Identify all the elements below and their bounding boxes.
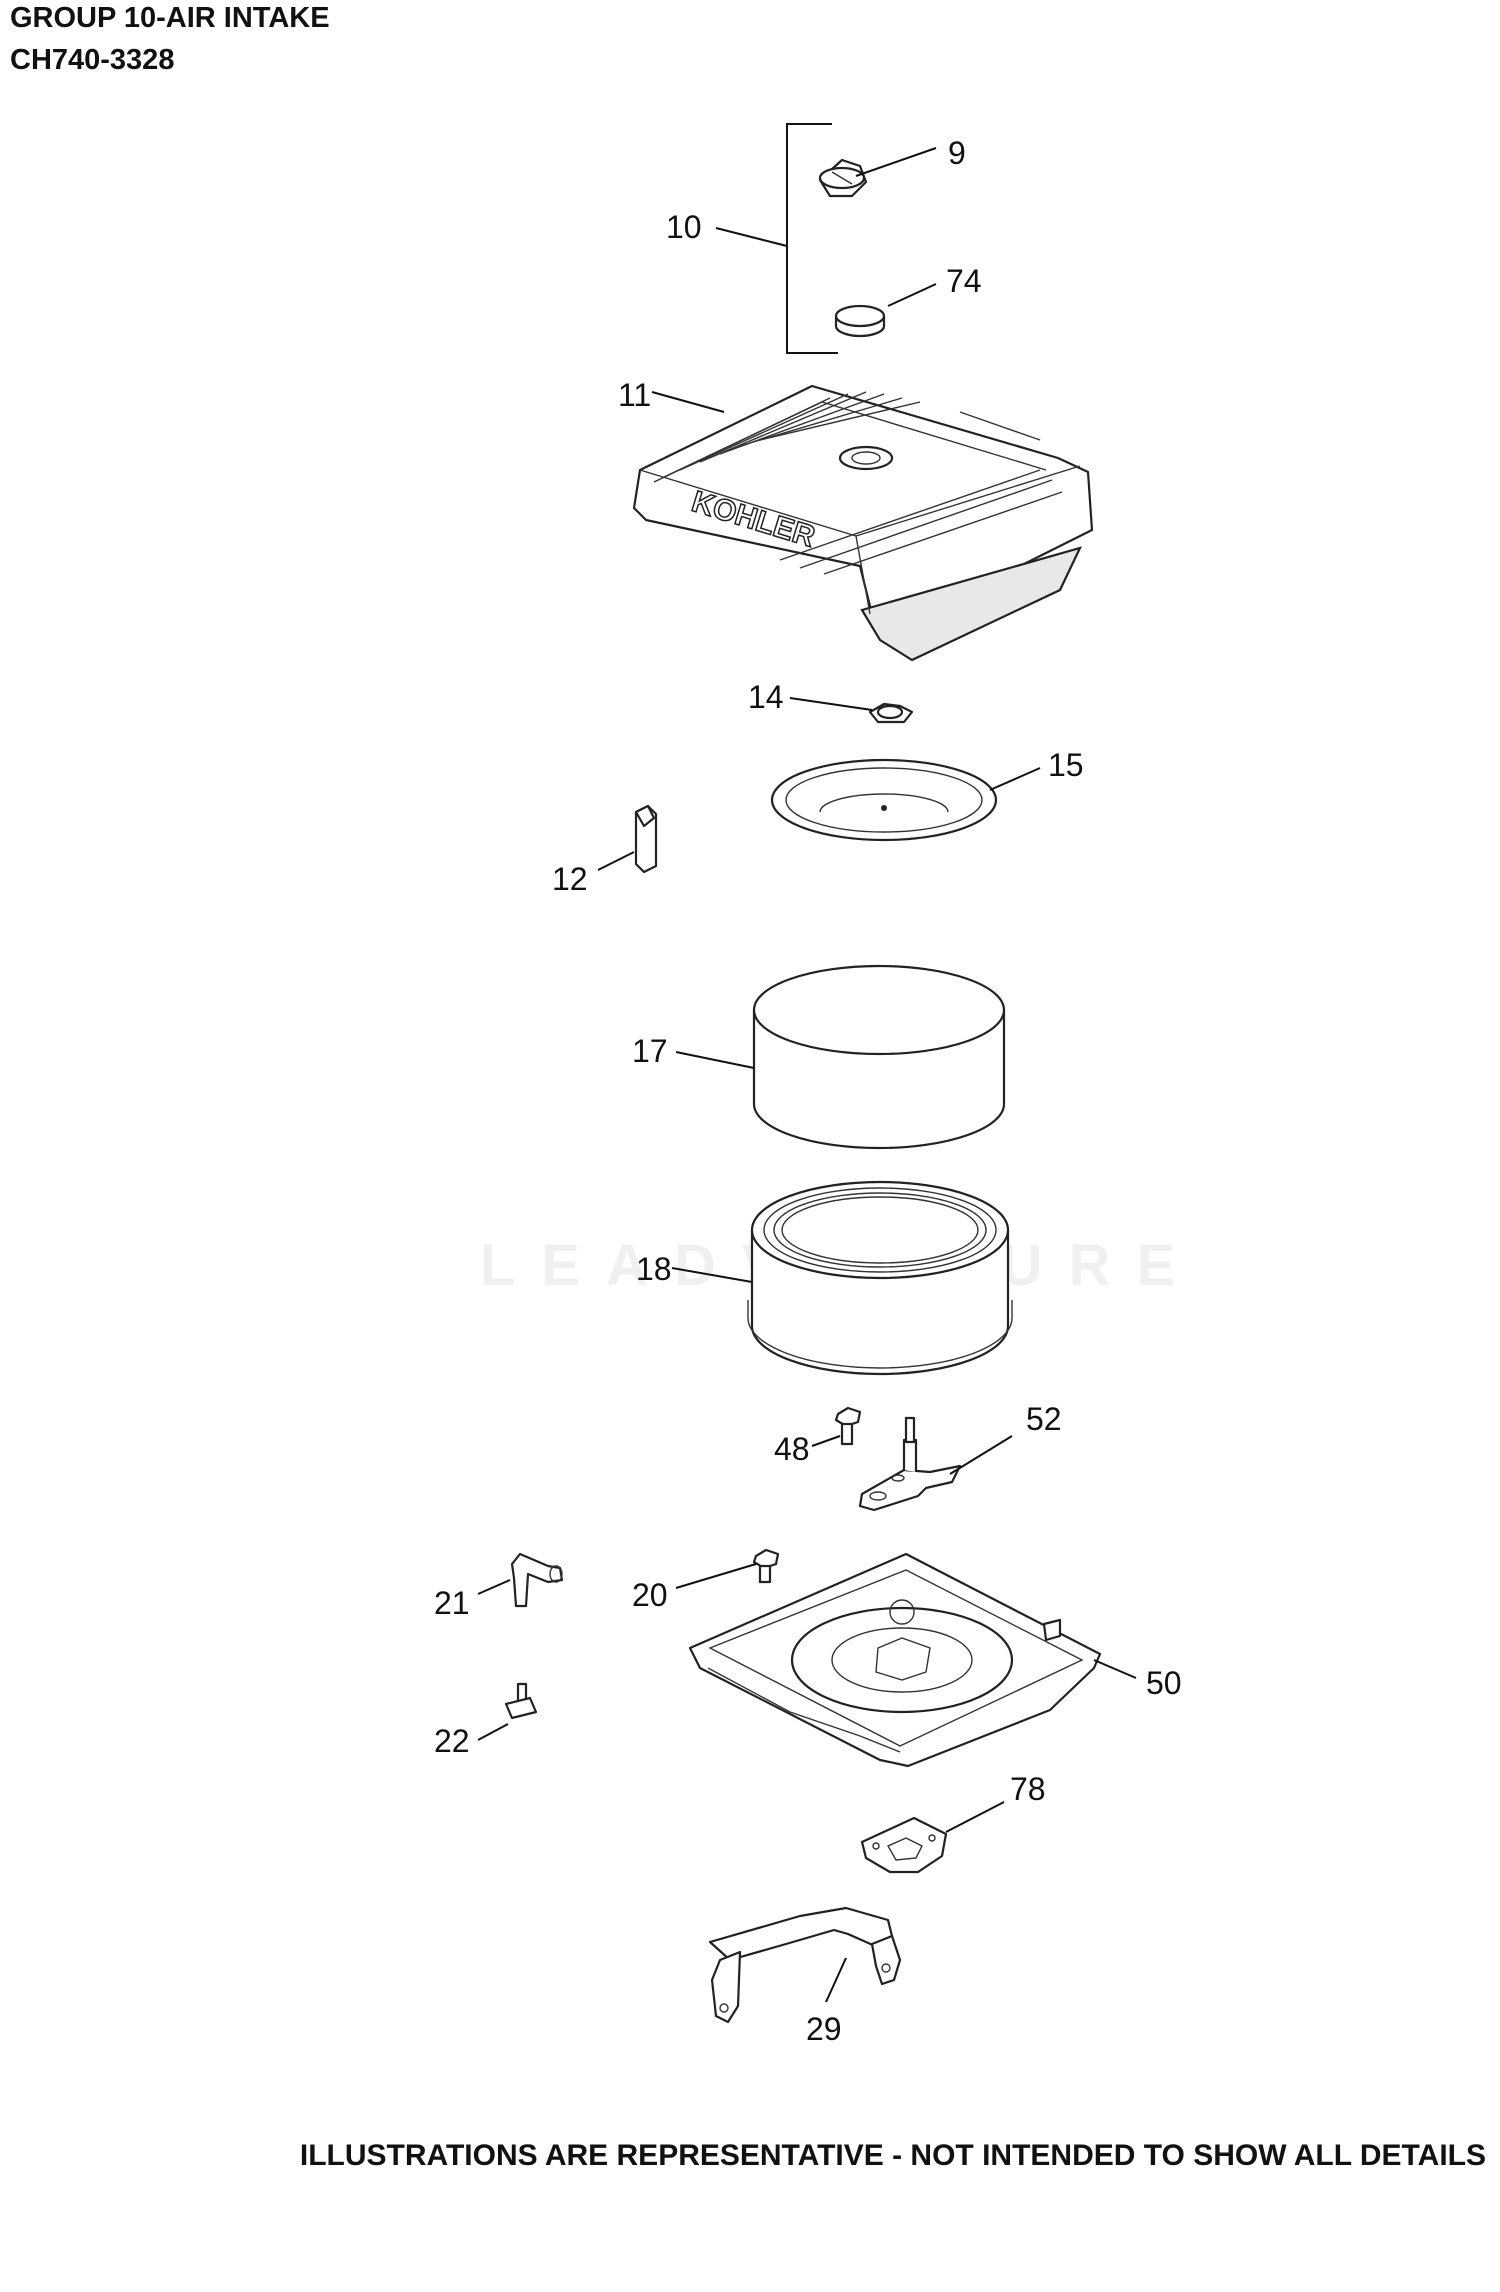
callout-48: 48 (774, 1431, 810, 1467)
leader-20 (675, 1563, 757, 1589)
part-78-gasket (860, 1816, 948, 1874)
part-20-screw (752, 1548, 780, 1584)
diagram-title: GROUP 10-AIR INTAKE (10, 2, 330, 34)
callout-15: 15 (1048, 747, 1084, 783)
part-17-precleaner (752, 964, 1006, 1150)
part-18-air-filter-element (747, 1180, 1013, 1376)
callout-74: 74 (946, 263, 982, 299)
callout-21: 21 (434, 1585, 470, 1621)
part-29-mounting-bracket (708, 1906, 902, 2024)
leader-14 (789, 697, 873, 711)
leader-9 (855, 147, 937, 177)
leader-52 (949, 1435, 1013, 1475)
group-bracket-10 (786, 123, 838, 354)
leader-78 (945, 1801, 1005, 1833)
leader-17 (675, 1051, 755, 1069)
leader-10 (715, 227, 788, 247)
callout-10: 10 (666, 209, 702, 245)
disclaimer-note: ILLUSTRATIONS ARE REPRESENTATIVE - NOT I… (299, 2139, 1486, 2172)
leader-18 (671, 1267, 753, 1283)
callout-12: 12 (552, 861, 588, 897)
leader-74 (887, 283, 937, 307)
callout-29: 29 (806, 2011, 842, 2047)
part-22-fitting (504, 1682, 538, 1720)
leader-12 (597, 851, 635, 871)
part-9-knob (818, 158, 868, 198)
part-74-seal (834, 304, 886, 338)
part-50-base-plate (688, 1552, 1102, 1768)
leader-11 (651, 391, 725, 413)
model-number: CH740-3328 (10, 44, 175, 76)
leader-15 (989, 767, 1041, 791)
callout-18: 18 (636, 1251, 672, 1287)
callout-78: 78 (1010, 1771, 1046, 1807)
callout-11: 11 (618, 377, 651, 413)
callout-9: 9 (948, 135, 966, 171)
part-21-breather-tube (510, 1552, 564, 1608)
part-12-clip (634, 804, 658, 874)
leader-22 (477, 1723, 509, 1741)
leader-48 (811, 1435, 841, 1447)
callout-50: 50 (1146, 1665, 1182, 1701)
callout-14: 14 (748, 679, 784, 715)
callout-17: 17 (632, 1033, 668, 1069)
callout-20: 20 (632, 1577, 668, 1613)
part-15-element-cover (770, 758, 998, 842)
part-11-air-cleaner-cover: KOHLER (632, 384, 1094, 662)
callout-22: 22 (434, 1723, 470, 1759)
leader-29 (825, 1957, 847, 2003)
callout-52: 52 (1026, 1401, 1062, 1437)
part-52-bracket (858, 1416, 962, 1512)
leader-50 (1093, 1659, 1137, 1679)
leader-21 (477, 1579, 511, 1595)
part-14-wing-nut (868, 702, 914, 724)
part-48-screw (834, 1406, 862, 1446)
